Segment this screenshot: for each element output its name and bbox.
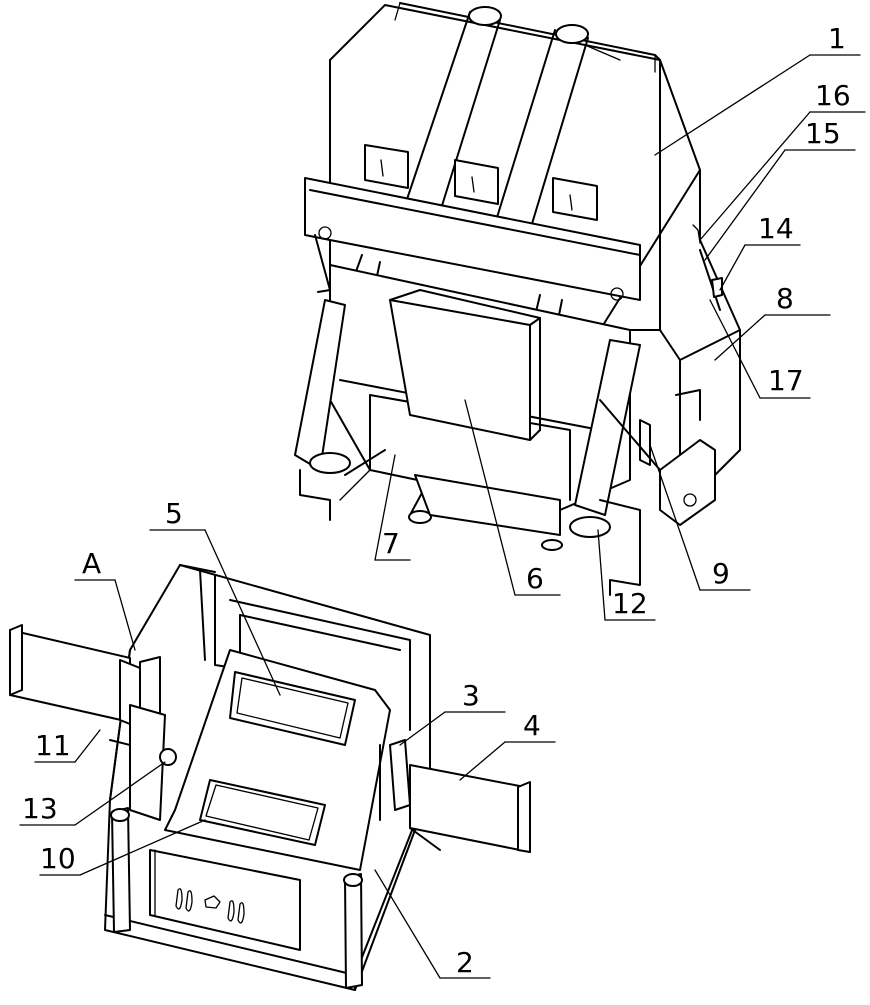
label-12: 12 (612, 587, 648, 620)
upper-assembly (295, 3, 740, 595)
label-5: 5 (165, 497, 183, 530)
label-10: 10 (40, 842, 76, 875)
label-6: 6 (526, 562, 544, 595)
label-9: 9 (712, 557, 730, 590)
label-1: 1 (828, 22, 846, 55)
lower-assembly (10, 565, 530, 990)
label-16: 16 (815, 79, 851, 112)
label-11: 11 (35, 729, 71, 762)
label-14: 14 (758, 212, 794, 245)
label-8: 8 (776, 282, 794, 315)
label-15: 15 (805, 117, 841, 150)
label-7: 7 (382, 527, 400, 560)
label-3: 3 (462, 679, 480, 712)
label-A: A (82, 547, 101, 580)
label-17: 17 (768, 364, 804, 397)
label-2: 2 (456, 946, 474, 979)
label-13: 13 (22, 792, 58, 825)
label-4: 4 (523, 709, 541, 742)
